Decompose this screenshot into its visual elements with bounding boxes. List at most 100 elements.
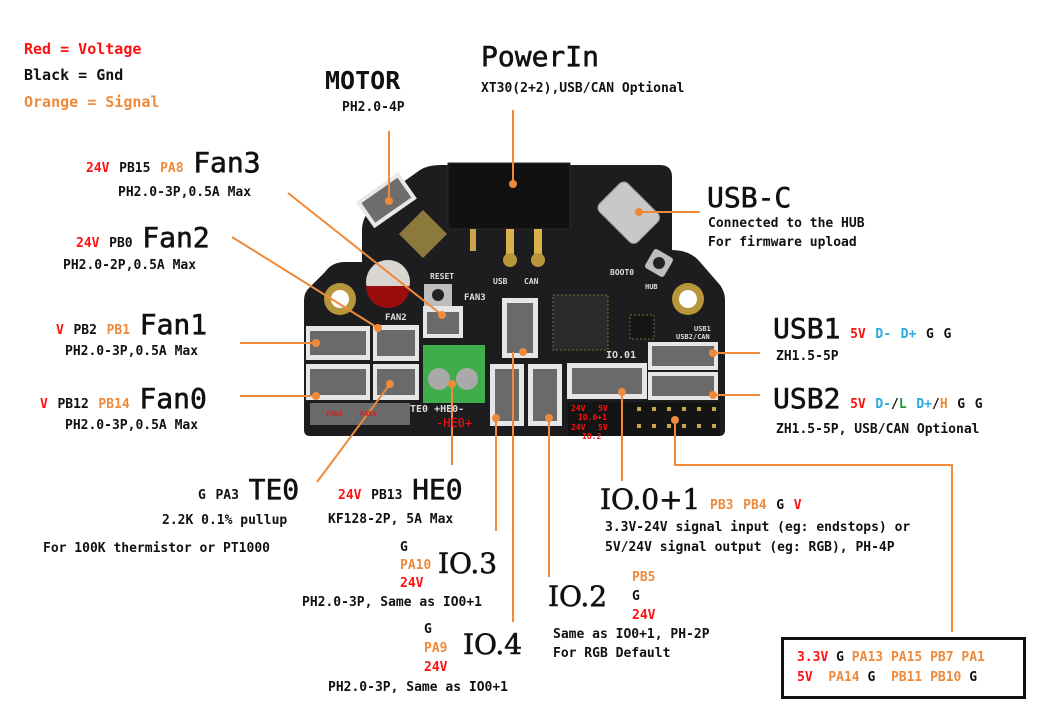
usb2-pin-gnd2: G xyxy=(974,397,983,412)
io3-title: IO.3 xyxy=(438,547,498,581)
legend-gnd: Black = Gnd xyxy=(24,66,124,84)
io4-pin-voltage: 24V xyxy=(424,660,448,675)
io01-title: IO.0+1 xyxy=(600,483,701,517)
silk-hdr-io2: IO.2 xyxy=(582,432,602,441)
legend-signal: Orange = Signal xyxy=(24,93,160,111)
legend-voltage: Red = Voltage xyxy=(24,40,142,58)
header-pinout-box: 3.3V G PA13 PA15 PB7 PA1 5V PA14 G PB11 … xyxy=(781,637,1026,699)
header-pin-pa1: PA1 xyxy=(961,650,985,665)
io2-pin-gnd: G xyxy=(632,589,640,604)
io01-pin-pb3: PB3 xyxy=(710,498,734,513)
fan2-title: Fan2 xyxy=(142,221,210,255)
fan2-pin-signal: PB0 xyxy=(109,236,133,251)
te0-pin-gnd: G xyxy=(198,488,206,503)
silk-reset: RESET xyxy=(430,272,455,281)
header-pin-g: G xyxy=(836,650,844,665)
fan1-spec: PH2.0-3P,0.5A Max xyxy=(65,344,199,359)
io4-connector xyxy=(502,298,538,358)
io01-pin-voltage: V xyxy=(793,498,802,513)
fan3-label: 24V PB15 PA8 Fan3 xyxy=(86,146,261,180)
usb2-pin-dplus-h: D+/H xyxy=(916,397,948,412)
usb1-pin-gnd1: G xyxy=(925,327,934,342)
header-pin-3v3: 3.3V xyxy=(797,650,829,665)
header-pin-pa14: PA14 xyxy=(828,670,860,685)
mcu-chip xyxy=(552,294,609,351)
he0-title: HE0 xyxy=(412,473,463,507)
usb1-pin-dplus: D+ xyxy=(900,327,917,342)
header-pin-pa13: PA13 xyxy=(851,650,884,665)
fan2-connector xyxy=(373,325,419,361)
usb-c-connector xyxy=(597,181,660,244)
header-row-2: 5V PA14 G PB11 PB10 G xyxy=(797,670,977,685)
silk-boot0: BOOT0 xyxy=(610,268,635,277)
leader-header xyxy=(674,420,953,632)
usb2-label: USB2 5V D-/L D+/H G G xyxy=(773,382,983,416)
motor-spec: PH2.0-4P xyxy=(342,100,405,115)
leader-dots xyxy=(312,180,717,424)
io01-line2: 5V/24V signal output (eg: RGB), PH-4P xyxy=(605,540,895,555)
usb1-title: USB1 xyxy=(773,312,841,346)
usb2-connector xyxy=(648,372,718,400)
silk-usb: USB xyxy=(493,277,508,286)
fan1-pin-gnd: PB2 xyxy=(73,323,97,338)
he0-pin-signal: PB13 xyxy=(371,488,403,503)
inductor xyxy=(398,209,448,259)
header-pin-g2: G xyxy=(867,670,876,685)
te0-pin-signal: PA3 xyxy=(215,488,239,503)
fan0-spec: PH2.0-3P,0.5A Max xyxy=(65,418,199,433)
hub-chip xyxy=(629,314,655,340)
header-pin-g3: G xyxy=(969,670,978,685)
usb1-connector xyxy=(648,342,718,370)
io4-title: IO.4 xyxy=(463,628,523,662)
io2-title: IO.2 xyxy=(548,580,608,614)
fan-voltage-jumpers xyxy=(310,403,410,425)
fan1-pin-voltage: V xyxy=(56,323,64,338)
leader-lines xyxy=(231,110,953,632)
silk-usb1: USB1 xyxy=(694,325,711,333)
fan2-pin-voltage: 24V xyxy=(76,236,100,251)
fan1-label: V PB2 PB1 Fan1 xyxy=(56,308,207,342)
usb2-pin-5v: 5V xyxy=(850,397,866,412)
io3-pin-gnd: G xyxy=(400,540,408,555)
silk-te0-he0: TE0 +HE0- xyxy=(410,404,465,415)
fan3-pin-signal: PA8 xyxy=(160,161,184,176)
silk-fan0: FAN0 xyxy=(360,410,377,418)
io01-pin-gnd: G xyxy=(776,498,785,513)
te0-line2: For 100K thermistor or PT1000 xyxy=(43,541,270,556)
leader-fan2 xyxy=(231,236,379,329)
usbc-title: USB-C xyxy=(707,181,792,215)
silk-hdr-io01: IO.0+1 xyxy=(578,413,607,422)
fan3-spec: PH2.0-3P,0.5A Max xyxy=(118,185,252,200)
fan0-title: Fan0 xyxy=(139,382,207,416)
usb1-pin-dminus: D- xyxy=(875,327,892,342)
fan0-label: V PB12 PB14 Fan0 xyxy=(40,382,207,416)
silk-fan3: FAN3 xyxy=(464,293,486,303)
usb1-pin-gnd2: G xyxy=(943,327,952,342)
usb1-label: USB1 5V D- D+ G G xyxy=(773,312,952,346)
he0-terminal-block xyxy=(423,345,485,403)
usbc-line2: For firmware upload xyxy=(708,235,857,250)
silk-fan2: FAN2 xyxy=(385,313,407,323)
header-pin-5v: 5V xyxy=(797,670,813,685)
io2-pin-signal: PB5 xyxy=(632,570,656,585)
pin-header-block xyxy=(568,402,720,436)
usbc-line1: Connected to the HUB xyxy=(708,216,865,231)
leader-te0 xyxy=(316,383,391,483)
fan1-pin-signal: PB1 xyxy=(106,323,131,338)
silk-hub: HUB xyxy=(645,283,658,291)
he0-label: 24V PB13 HE0 xyxy=(338,473,463,507)
te0-line1: 2.2K 0.1% pullup xyxy=(162,513,288,528)
fan2-label: 24V PB0 Fan2 xyxy=(76,221,210,255)
leader-fan3 xyxy=(287,192,443,316)
motor-title: MOTOR xyxy=(325,66,401,95)
io4-pin-gnd: G xyxy=(424,622,432,637)
silk-he0-polarity: -HE0+ xyxy=(436,416,473,430)
io4-pin-signal: PA9 xyxy=(424,641,448,656)
silk-can: CAN xyxy=(524,277,539,286)
header-pins xyxy=(637,407,716,428)
io3-pin-signal: PA10 xyxy=(400,558,432,573)
silk-hdr-5v-1: 5V xyxy=(598,404,608,413)
te0-title: TE0 xyxy=(248,473,300,507)
fan3-connector xyxy=(423,306,463,338)
